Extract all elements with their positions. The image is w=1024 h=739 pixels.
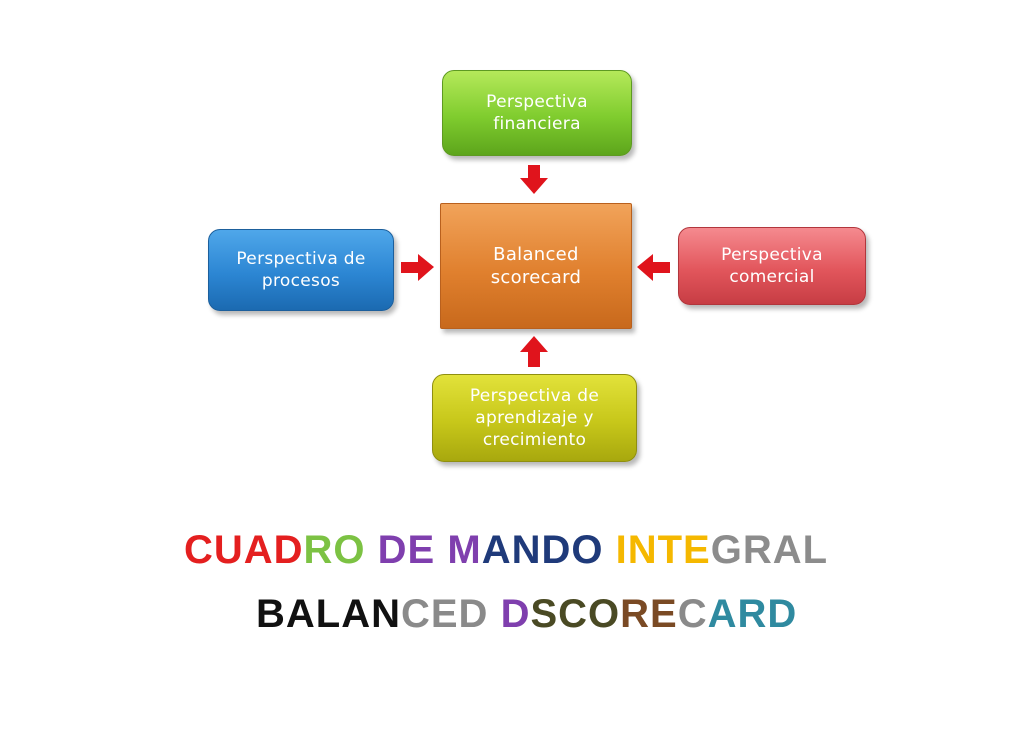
title-segment: DE [377,528,436,572]
title-segment: C [677,592,708,636]
process-perspective-box: Perspectiva de procesos [208,229,394,311]
title-balanced-scorecard: BALANCED DSCORECARD [256,592,797,637]
title-segment: INTE [615,528,711,572]
commercial-perspective-box: Perspectiva comercial [678,227,866,305]
title-segment [366,528,378,572]
arrow-down-icon [520,165,548,194]
title-segment [435,528,447,572]
process-perspective-label: Perspectiva de procesos [236,248,366,291]
title-segment: CED [400,592,489,636]
title-segment: ARD [707,592,798,636]
title-segment [603,528,615,572]
arrow-left-icon [637,254,670,281]
title-segment: D [500,592,531,636]
title-segment: M [447,528,482,572]
title-segment: GRAL [710,528,829,572]
title-segment: ANDO [481,528,604,572]
learning-growth-perspective-box: Perspectiva de aprendizaje y crecimiento [432,374,637,462]
title-segment: SCO [530,592,621,636]
arrow-up-icon [520,336,548,367]
balanced-scorecard-box: Balanced scorecard [440,203,632,329]
learning-growth-perspective-label: Perspectiva de aprendizaje y crecimiento [469,385,600,451]
title-segment: RO [303,528,366,572]
title-cuadro-de-mando-integral: CUADRO DE MANDO INTEGRAL [184,528,828,573]
arrow-right-icon [401,254,434,281]
title-segment: CUAD [184,528,304,572]
commercial-perspective-label: Perspectiva comercial [721,244,823,287]
title-segment: BALAN [256,592,401,636]
financial-perspective-box: Perspectiva financiera [442,70,632,156]
title-segment [488,592,500,636]
financial-perspective-label: Perspectiva financiera [486,91,588,134]
balanced-scorecard-label: Balanced scorecard [490,243,582,288]
title-segment: RE [620,592,678,636]
